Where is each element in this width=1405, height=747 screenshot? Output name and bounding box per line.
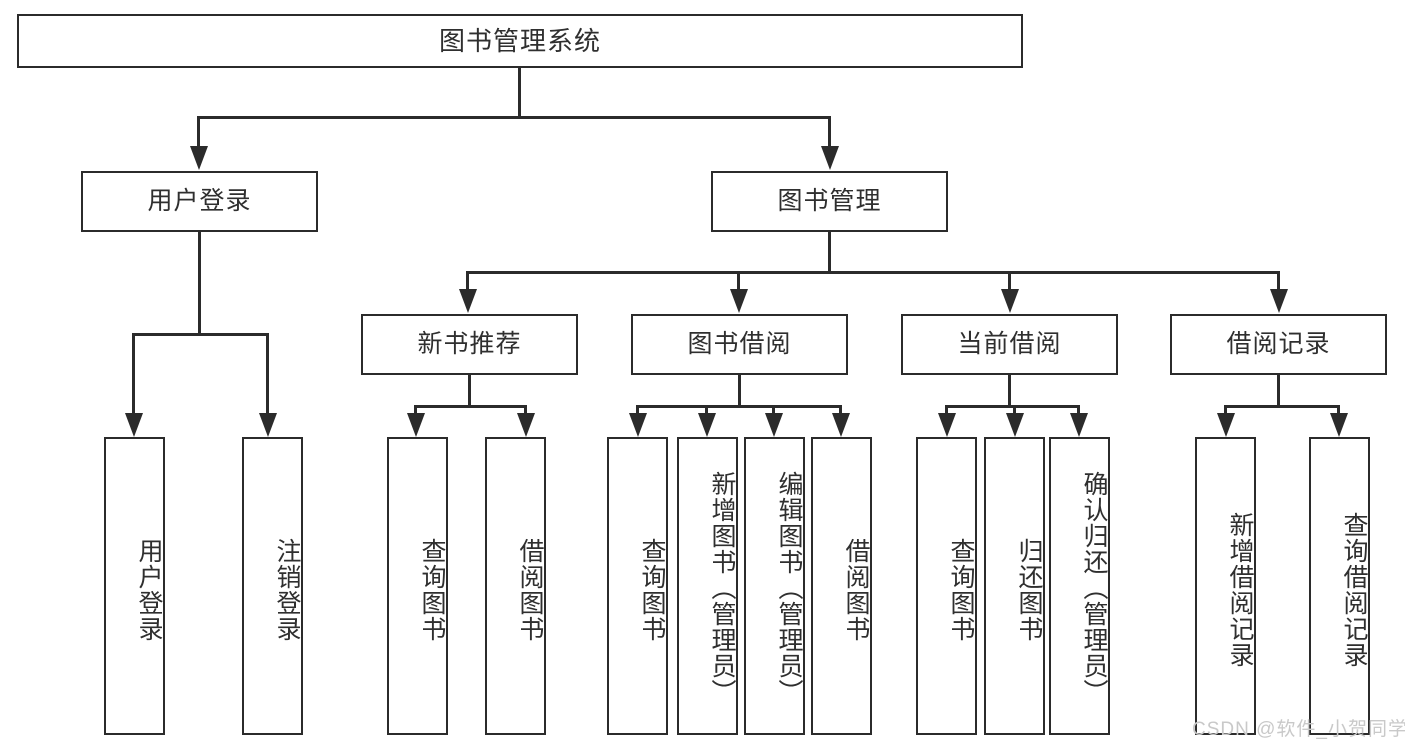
edge-new-book-rec-stem — [468, 375, 471, 407]
node-book-manage[interactable]: 图书管理 — [711, 171, 948, 232]
edge-current-borrow-to-leaf-2 — [1013, 405, 1016, 415]
arrow-to-book-borrow-icon — [730, 289, 748, 313]
edge-book-borrow-to-leaf-4 — [839, 405, 842, 415]
edge-root-to-user-login — [197, 116, 200, 146]
edge-current-borrow-to-leaf-1 — [945, 405, 948, 415]
node-current-borrow[interactable]: 当前借阅 — [901, 314, 1118, 375]
edge-book-manage-bar — [466, 271, 1280, 274]
node-new-book-rec[interactable]: 新书推荐 — [361, 314, 578, 375]
edge-book-manage-to-new-book-rec — [466, 271, 469, 291]
leaf-add-book-admin[interactable]: 新增图书（管理员） — [677, 437, 738, 735]
edge-borrow-record-stem — [1277, 375, 1280, 407]
edge-book-manage-stem — [828, 232, 831, 273]
node-user-login[interactable]: 用户登录 — [81, 171, 318, 232]
edge-new-book-rec-to-leaf-1 — [414, 405, 417, 415]
edge-book-borrow-to-leaf-1 — [636, 405, 639, 415]
edge-borrow-record-to-leaf-2 — [1337, 405, 1340, 415]
edge-root-to-book-manage — [828, 116, 831, 146]
edge-book-manage-to-book-borrow — [737, 271, 740, 291]
arrow-current-borrow-leaf-1-icon — [938, 413, 956, 437]
arrow-borrow-record-leaf-2-icon — [1330, 413, 1348, 437]
leaf-confirm-return-admin[interactable]: 确认归还（管理员） — [1049, 437, 1110, 735]
edge-borrow-record-bar — [1224, 405, 1340, 408]
arrow-borrow-record-leaf-1-icon — [1217, 413, 1235, 437]
leaf-edit-book-admin[interactable]: 编辑图书（管理员） — [744, 437, 805, 735]
arrow-to-current-borrow-icon — [1001, 289, 1019, 313]
leaf-query-book-new-rec[interactable]: 查询图书 — [387, 437, 448, 735]
edge-current-borrow-to-leaf-3 — [1077, 405, 1080, 415]
edge-user-login-to-leaf-1 — [132, 333, 135, 413]
arrow-current-borrow-leaf-3-icon — [1070, 413, 1088, 437]
leaf-borrow-book-borrow[interactable]: 借阅图书 — [811, 437, 872, 735]
arrow-new-book-rec-leaf-2-icon — [517, 413, 535, 437]
edge-borrow-record-to-leaf-1 — [1224, 405, 1227, 415]
leaf-query-book-current[interactable]: 查询图书 — [916, 437, 977, 735]
leaf-borrow-book-new-rec[interactable]: 借阅图书 — [485, 437, 546, 735]
edge-new-book-rec-bar — [414, 405, 527, 408]
arrow-to-borrow-record-icon — [1270, 289, 1288, 313]
arrow-current-borrow-leaf-2-icon — [1006, 413, 1024, 437]
edge-book-manage-to-borrow-record — [1277, 271, 1280, 291]
node-borrow-record[interactable]: 借阅记录 — [1170, 314, 1387, 375]
arrow-user-login-to-leaf-1-icon — [125, 413, 143, 437]
leaf-logout-login[interactable]: 注销登录 — [242, 437, 303, 735]
edge-user-login-bar — [132, 333, 269, 336]
edge-new-book-rec-to-leaf-2 — [524, 405, 527, 415]
edge-book-borrow-to-leaf-2 — [705, 405, 708, 415]
leaf-query-book-borrow[interactable]: 查询图书 — [607, 437, 668, 735]
edge-user-login-stem — [198, 232, 201, 335]
arrow-root-to-user-login-icon — [190, 146, 208, 170]
edge-book-manage-to-current-borrow — [1008, 271, 1011, 291]
arrow-to-new-book-rec-icon — [459, 289, 477, 313]
arrow-user-login-to-leaf-2-icon — [259, 413, 277, 437]
leaf-query-borrow-record[interactable]: 查询借阅记录 — [1309, 437, 1370, 735]
arrow-book-borrow-leaf-3-icon — [765, 413, 783, 437]
leaf-return-book[interactable]: 归还图书 — [984, 437, 1045, 735]
edge-current-borrow-stem — [1008, 375, 1011, 407]
edge-book-borrow-to-leaf-3 — [772, 405, 775, 415]
arrow-book-borrow-leaf-2-icon — [698, 413, 716, 437]
arrow-book-borrow-leaf-1-icon — [629, 413, 647, 437]
edge-book-borrow-stem — [738, 375, 741, 407]
leaf-add-borrow-record[interactable]: 新增借阅记录 — [1195, 437, 1256, 735]
edge-root-bar — [197, 116, 831, 119]
node-book-borrow[interactable]: 图书借阅 — [631, 314, 848, 375]
edge-current-borrow-bar — [945, 405, 1080, 408]
edge-user-login-to-leaf-2 — [266, 333, 269, 413]
edge-root-stem — [518, 68, 521, 116]
arrow-new-book-rec-leaf-1-icon — [407, 413, 425, 437]
node-root-system[interactable]: 图书管理系统 — [17, 14, 1023, 68]
arrow-root-to-book-manage-icon — [821, 146, 839, 170]
arrow-book-borrow-leaf-4-icon — [832, 413, 850, 437]
watermark-text: CSDN @软件_小贺同学 — [1192, 719, 1405, 740]
leaf-user-login[interactable]: 用户登录 — [104, 437, 165, 735]
edge-book-borrow-bar — [636, 405, 842, 408]
